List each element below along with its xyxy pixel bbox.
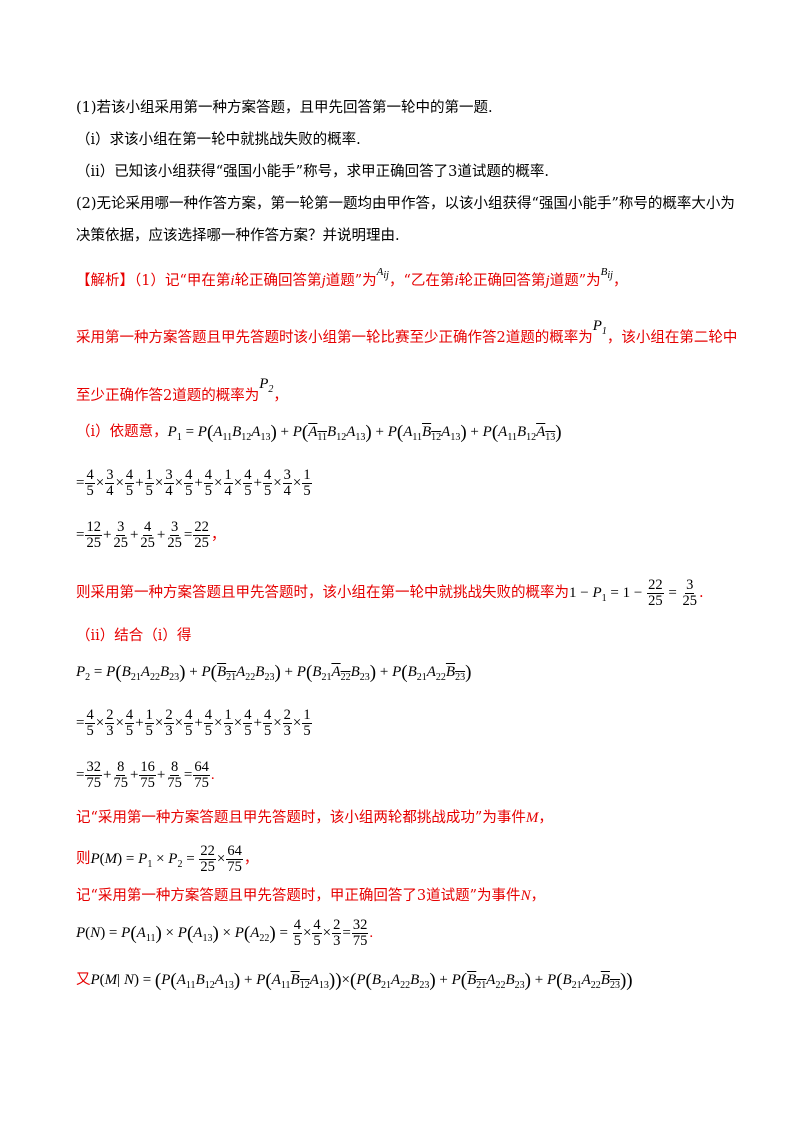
part-ii-equation: P2 = P(B21A22B23) + P(B21A22B23) + P(B21… [76, 662, 472, 684]
event-M-definition: 记“采用第一种方案答题且甲先答题时，该小组两轮都挑战成功”为事件M， [76, 810, 553, 826]
part-ii-head: （ii）结合（i）得 [76, 628, 192, 644]
solution-line-3: 至少正确作答2道题的概率为P2， [76, 376, 288, 404]
analysis-tag: 【解析】 [76, 273, 134, 289]
part-i-conclusion: 则采用第一种方案答题且甲先答题时，该小组在第一轮中就挑战失败的概率为1 − P1… [76, 577, 704, 610]
solution-intro: 【解析】（1）记“甲在第i轮正确回答第j道题”为Aij，“乙在第i轮正确回答第j… [76, 266, 628, 289]
conditional-probability-line: 又P(M| N) = (P(A11B12A13) + P(A11B12A13))… [76, 970, 633, 992]
question-1-i: （i）求该小组在第一轮中就挑战失败的概率. [76, 132, 361, 148]
part-i-equation: （i）依题意，P1 = P(A11B12A13) + P(A11B12A13) … [76, 422, 562, 444]
solution-line-2: 采用第一种方案答题且甲先答题时该小组第一轮比赛至少正确作答2道题的概率为P1，该… [76, 318, 738, 346]
event-N-definition: 记“采用第一种方案答题且甲先答题时，甲正确回答了3道试题”为事件N， [76, 888, 546, 904]
question-1-ii: （ii）已知该小组获得“强国小能手”称号，求甲正确回答了3道试题的概率. [76, 164, 549, 180]
question-2-line-1: (2)无论采用哪一种作答方案，第一轮第一题均由甲作答，以该小组获得“强国小能手”… [76, 196, 735, 212]
question-1: (1)若该小组采用第一种方案答题，且甲先回答第一轮中的第一题. [76, 100, 493, 116]
question-2-line-2: 决策依据，应该选择哪一种作答方案？并说明理由. [76, 228, 400, 244]
